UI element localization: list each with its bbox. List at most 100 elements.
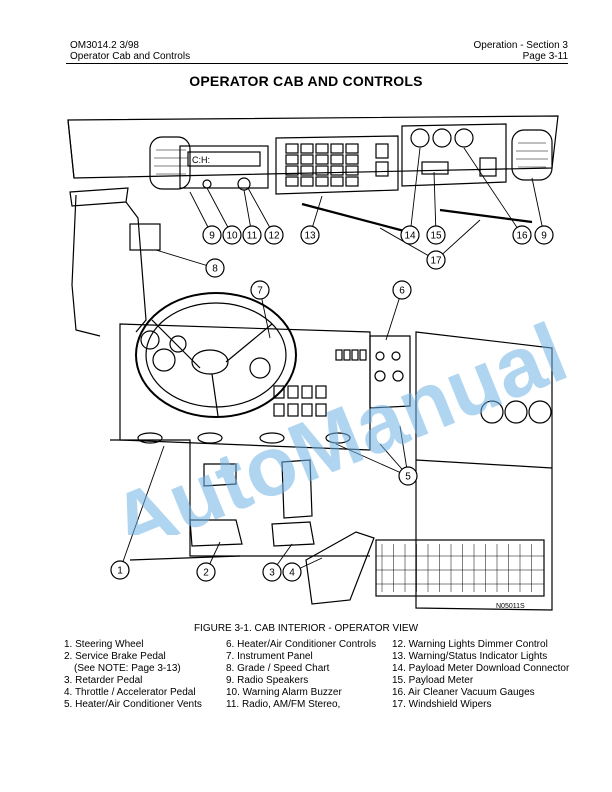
speaker-right-icon	[511, 129, 553, 181]
dash-switch	[273, 385, 285, 399]
drawing-number: N05011S	[496, 603, 525, 610]
legend-column-2: 6. Heater/Air Conditioner Controls 7. In…	[226, 639, 376, 711]
svg-text:7: 7	[257, 286, 263, 297]
legend-item: 1. Steering Wheel	[64, 639, 144, 650]
svg-text:5: 5	[405, 472, 411, 483]
vent-icon	[259, 432, 285, 444]
callout-11: 11	[242, 225, 262, 245]
wiper-left	[301, 202, 409, 234]
callout-17: 17	[426, 250, 446, 270]
callout-14: 14	[400, 225, 420, 245]
callout-6: 6	[392, 280, 412, 300]
indicator-light	[300, 176, 314, 187]
header-left: OM3014.2 3/98 Operator Cab and Controls	[70, 40, 190, 62]
indicator-light	[315, 154, 329, 165]
legend-item: 16. Air Cleaner Vacuum Gauges	[392, 687, 535, 698]
callout-15: 15	[426, 225, 446, 245]
indicator-light	[330, 176, 344, 187]
svg-text:13: 13	[304, 231, 316, 242]
svg-text:15: 15	[430, 231, 442, 242]
svg-text:6: 6	[399, 286, 405, 297]
vacuum-gauge-icon	[432, 128, 452, 148]
dashboard	[119, 323, 371, 451]
svg-text:4: 4	[289, 568, 295, 579]
svg-text:14: 14	[404, 231, 416, 242]
vent-icon	[325, 432, 351, 444]
indicator-panel	[275, 135, 399, 195]
doc-subtitle: Operator Cab and Controls	[70, 51, 191, 62]
legend-item: 2. Service Brake Pedal	[64, 651, 166, 662]
wiper-right	[439, 208, 533, 224]
indicator-light	[300, 143, 314, 154]
page-title: OPERATOR CAB AND CONTROLS	[189, 73, 423, 89]
indicator-light	[285, 165, 299, 176]
dash-switch	[351, 349, 359, 361]
svg-text:11: 11	[247, 231, 258, 242]
indicator-light	[285, 176, 299, 187]
svg-text:17: 17	[430, 256, 442, 267]
dash-vents	[137, 432, 351, 444]
legend-item: 10. Warning Alarm Buzzer	[226, 687, 342, 698]
download-connector-icon	[410, 128, 430, 148]
callout-16: 16	[512, 225, 532, 245]
indicator-light	[285, 143, 299, 154]
grade-speed-chart	[129, 223, 161, 251]
header-right: Operation - Section 3 Page 3-11	[474, 40, 569, 62]
svg-text:1: 1	[117, 566, 123, 577]
legend-item: 3. Retarder Pedal	[64, 675, 143, 686]
indicator-light	[315, 143, 329, 154]
legend-item: 14. Payload Meter Download Connector	[392, 663, 570, 674]
legend-item: 4. Throttle / Accelerator Pedal	[64, 687, 196, 698]
svg-text:16: 16	[516, 231, 528, 242]
legend-item: 17. Windshield Wipers	[392, 699, 492, 710]
hvac-vent-icon	[528, 400, 552, 424]
hvac-vent-icon	[480, 400, 504, 424]
callout-5: 5	[398, 466, 418, 486]
legend-item: 7. Instrument Panel	[226, 651, 313, 662]
indicator-light	[330, 143, 344, 154]
callout-3: 3	[262, 562, 282, 582]
vent-icon	[197, 432, 223, 444]
figure-caption: FIGURE 3-1. CAB INTERIOR - OPERATOR VIEW	[193, 623, 419, 634]
indicator-light	[315, 165, 329, 176]
legend-column-1: 1. Steering Wheel 2. Service Brake Pedal…	[64, 639, 202, 711]
dash-switch	[287, 403, 299, 417]
legend-item: 9. Radio Speakers	[226, 675, 309, 686]
gauge-icon	[140, 330, 160, 350]
indicator-light	[285, 154, 299, 165]
svg-text:2: 2	[203, 568, 209, 579]
throttle-pedal	[305, 531, 375, 605]
legend-item: (See NOTE: Page 3-13)	[74, 663, 181, 674]
warning-buzzer-icon	[202, 179, 212, 189]
brake-pedal	[189, 519, 243, 547]
retarder-pedal	[271, 521, 315, 547]
legend-item: 6. Heater/Air Conditioner Controls	[226, 639, 377, 650]
gauge-icon	[152, 348, 176, 372]
callout-8: 8	[205, 258, 225, 278]
indicator-light	[330, 165, 344, 176]
indicator-lights-grid	[285, 143, 359, 187]
vent-icon	[137, 432, 163, 444]
page-number: Page 3-11	[522, 51, 568, 62]
payload-meter-display	[421, 161, 449, 175]
hvac-vent-icon	[504, 400, 528, 424]
dash-switch	[359, 349, 367, 361]
svg-text:12: 12	[268, 231, 280, 242]
indicator-light	[330, 154, 344, 165]
floor-vent-grille	[375, 539, 545, 597]
callout-9: 9	[534, 225, 554, 245]
callout-1: 1	[110, 560, 130, 580]
dash-switch	[287, 385, 299, 399]
cab-interior-figure: C:H:	[67, 115, 559, 611]
svg-text:9: 9	[209, 231, 215, 242]
indicator-light	[345, 165, 359, 176]
steering-wheel	[135, 292, 297, 418]
right-console	[415, 331, 553, 611]
indicator-light	[300, 154, 314, 165]
dash-switch	[343, 349, 351, 361]
dash-switch	[273, 403, 285, 417]
callout-9: 9	[202, 225, 222, 245]
dash-switch	[335, 349, 343, 361]
gauge-icon	[249, 357, 271, 379]
header-divider	[66, 63, 568, 64]
